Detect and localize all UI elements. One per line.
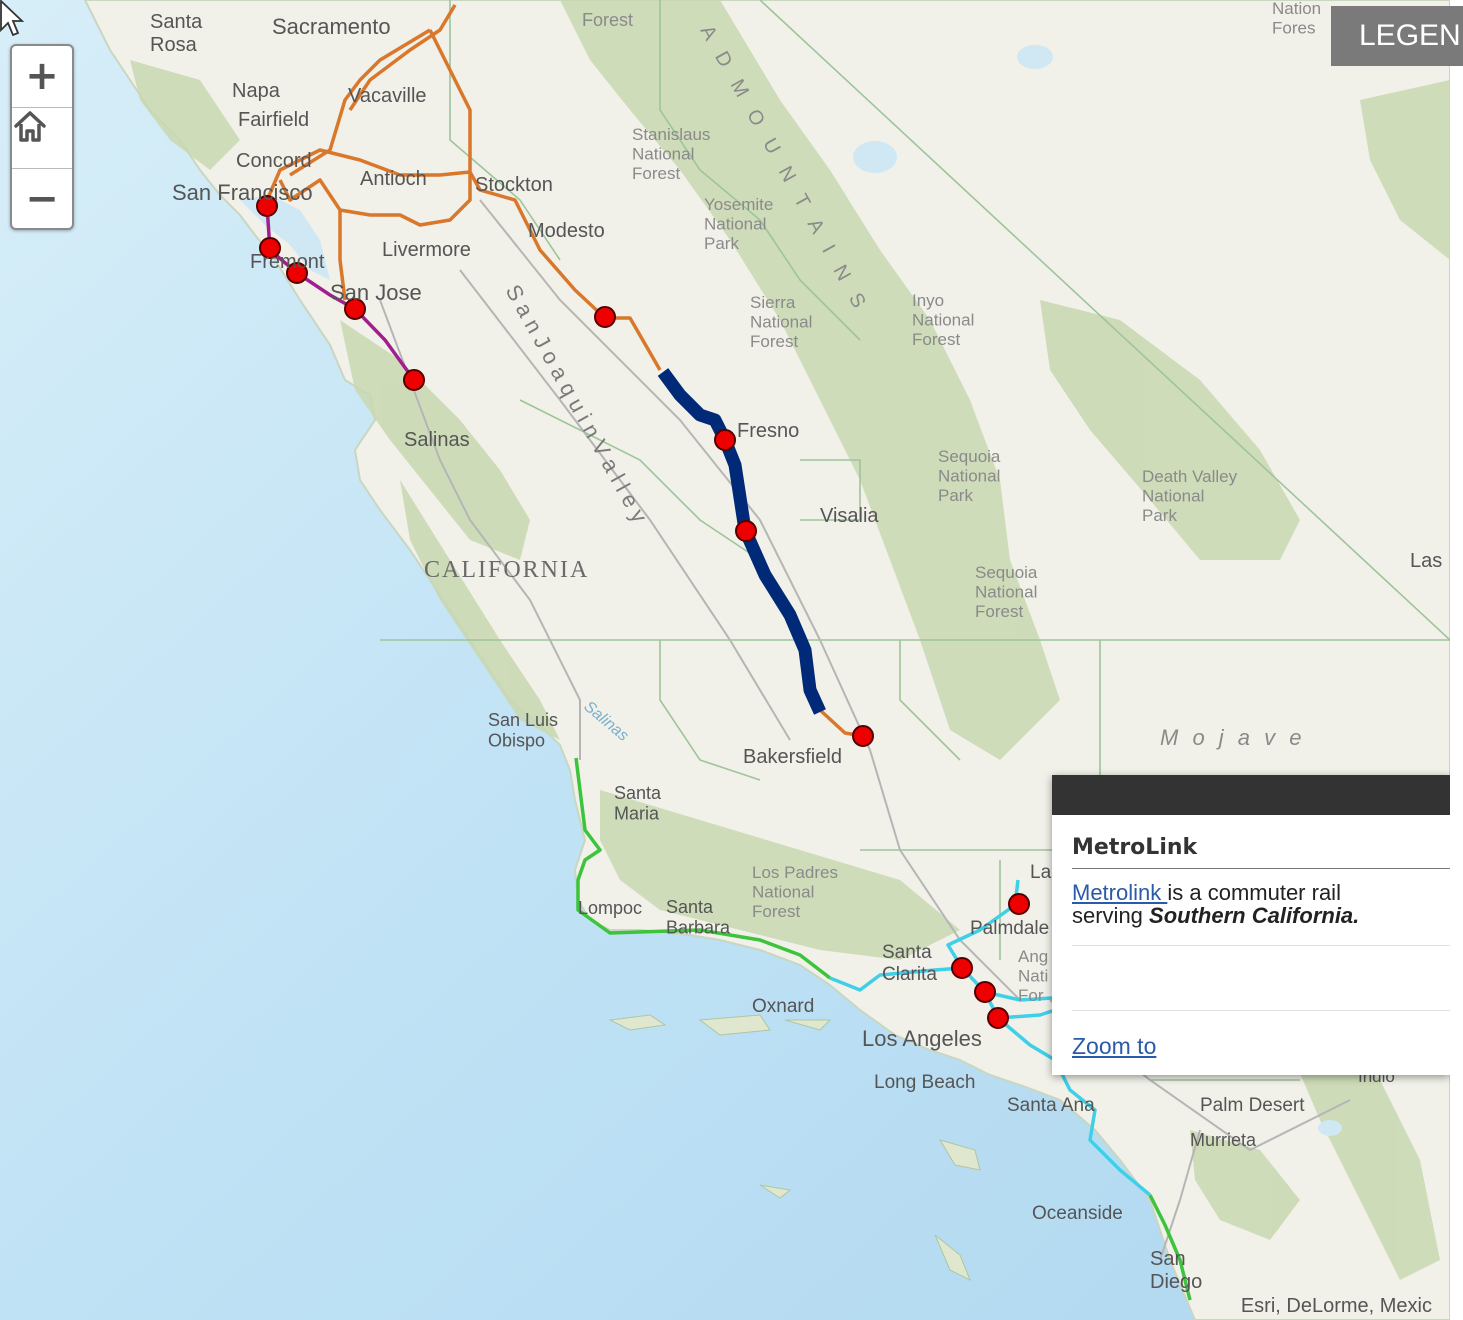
label-las: Las — [1410, 550, 1442, 572]
station-marker — [987, 1007, 1009, 1029]
roads — [379, 199, 1351, 1261]
label-salinas: Salinas — [404, 429, 470, 451]
label-fresno: Fresno — [737, 420, 799, 442]
station-marker — [286, 262, 308, 284]
popup-body: MetroLink Metrolink is a commuter rail s… — [1052, 815, 1450, 1060]
forest-areas — [130, 0, 1450, 1280]
label-napa: Napa — [232, 80, 281, 102]
station-marker — [403, 369, 425, 391]
popup-media-area — [1072, 945, 1450, 1011]
label-la: La — [1030, 862, 1052, 883]
station-marker — [259, 237, 281, 259]
label-stockton: Stockton — [475, 174, 553, 196]
label-santa-ana: Santa Ana — [1007, 1095, 1095, 1116]
label-concord: Concord — [236, 150, 312, 172]
zoom-to-link[interactable]: Zoom to — [1072, 1033, 1157, 1059]
popup-desc-line-1: is a commuter rail — [1167, 880, 1341, 905]
home-icon — [14, 111, 46, 142]
label-lompoc: Lompoc — [578, 898, 642, 918]
legend-label: LEGEND — [1359, 19, 1463, 52]
label-los-angeles: Los Angeles — [862, 1026, 982, 1051]
station-marker — [1008, 893, 1030, 915]
popup-header — [1052, 775, 1450, 815]
label-modesto: Modesto — [528, 220, 605, 242]
label-sacramento: Sacramento — [272, 14, 391, 39]
label-visalia: Visalia — [820, 505, 879, 527]
surfliner-line — [574, 757, 1192, 1301]
lakes — [853, 45, 1342, 1136]
zoom-in-button[interactable]: + — [12, 46, 72, 106]
station-marker — [951, 957, 973, 979]
station-marker — [344, 298, 366, 320]
popup-title: MetroLink — [1072, 815, 1450, 869]
high-speed-rail-line — [657, 368, 826, 715]
orange-rail-line — [263, 4, 864, 738]
label-long-beach: Long Beach — [874, 1072, 975, 1093]
station-marker — [714, 429, 736, 451]
plus-icon: + — [25, 53, 59, 99]
popup-desc-line-2: serving — [1072, 903, 1150, 928]
bay-area-water — [240, 195, 330, 280]
station-marker — [974, 981, 996, 1003]
label-oxnard: Oxnard — [752, 996, 814, 1017]
popup-description: Metrolink is a commuter rail serving Sou… — [1072, 881, 1450, 927]
metrolink-link[interactable]: Metrolink — [1072, 880, 1168, 905]
label-san-francisco: San Francisco — [172, 180, 313, 205]
label-california: CALIFORNIA — [424, 557, 589, 583]
label-mojave: M o j a v e — [1160, 725, 1305, 750]
label-fremont: Fremont — [250, 251, 325, 273]
label-oceanside: Oceanside — [1032, 1203, 1123, 1224]
map-attribution: Esri, DeLorme, Mexic — [1240, 1295, 1432, 1317]
label-bakersfield: Bakersfield — [743, 746, 842, 768]
label-forest-top: Forest — [582, 10, 633, 30]
label-palm-desert: Palm Desert — [1200, 1095, 1305, 1116]
popup-desc-bold: Southern California. — [1149, 903, 1360, 928]
station-marker — [256, 195, 278, 217]
legend-button[interactable]: LEGEND — [1331, 6, 1463, 66]
station-markers[interactable] — [256, 195, 1030, 1029]
channel-islands — [608, 1014, 981, 1282]
label-fairfield: Fairfield — [238, 109, 309, 131]
feature-popup: MetroLink Metrolink is a commuter rail s… — [1052, 775, 1450, 1075]
zoom-out-button[interactable]: − — [12, 168, 72, 229]
station-marker — [735, 520, 757, 542]
station-marker — [852, 725, 874, 747]
station-marker — [594, 306, 616, 328]
mouse-cursor-icon — [0, 0, 25, 37]
label-vacaville: Vacaville — [348, 85, 427, 107]
minus-icon: − — [25, 176, 59, 222]
label-antioch: Antioch — [360, 168, 427, 190]
label-murrieta: Murrieta — [1190, 1130, 1257, 1150]
label-livermore: Livermore — [382, 239, 471, 261]
label-san-jose: San Jose — [330, 280, 422, 305]
label-palmdale: Palmdale — [970, 918, 1049, 939]
home-button[interactable] — [12, 107, 72, 168]
zoom-control: + − — [10, 44, 74, 230]
